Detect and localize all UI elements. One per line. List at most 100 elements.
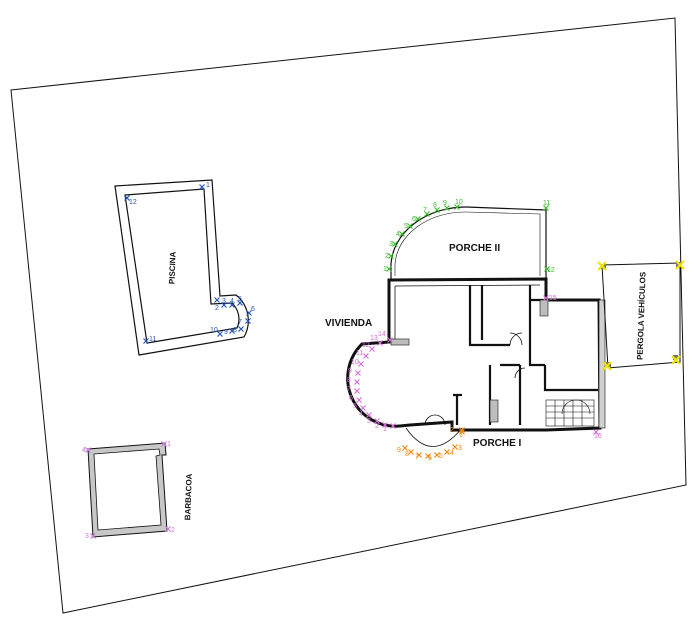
porche_i-point-marker [402, 445, 408, 451]
wall-fill-1 [390, 338, 410, 346]
barbacoa-inner [93, 448, 162, 531]
barbacoa-point-marker [90, 533, 96, 539]
piscina-point-label: 7 [238, 319, 242, 326]
barbacoa-point-label: 3 [85, 533, 89, 540]
vivienda-staircase [545, 399, 595, 427]
porche-ii-outline [390, 206, 547, 280]
piscina-point-label: 2 [215, 305, 219, 312]
piscina-point-marker [229, 302, 235, 308]
vivienda-point-marker [360, 405, 366, 411]
pergola-structure: PERGOLA VEHÍCULOS [601, 262, 681, 369]
vivienda-point-marker [374, 418, 380, 424]
vivienda-point-marker [377, 340, 383, 346]
vivienda-label: VIVIENDA [325, 318, 372, 329]
porche_ii-point-marker [407, 223, 413, 229]
piscina-point-marker [229, 328, 235, 334]
pergola-point-marker [597, 261, 607, 271]
porche-i-label: PORCHE I [473, 438, 522, 449]
piscina-point-label: 3 [222, 298, 226, 305]
wall-fill-4 [489, 399, 499, 423]
wall-fill-2 [539, 299, 549, 317]
plot-boundary [10, 17, 687, 614]
porche-i-arc [405, 427, 463, 447]
piscina-point-label: 8 [233, 327, 237, 334]
barbacoa-point-label: 2 [171, 527, 175, 534]
piscina-point-label: 11 [149, 336, 156, 343]
vivienda-point-marker [356, 397, 362, 403]
porche_i-point-label: 5 [439, 453, 443, 460]
vivienda-point-label: 10 [351, 359, 359, 366]
porche-ii-inner [394, 211, 541, 276]
vivienda-point-label: 13 [370, 335, 378, 342]
porche_i-point-marker [459, 429, 465, 435]
vivienda-point-marker [354, 379, 360, 385]
porche_ii-point-marker [434, 207, 440, 213]
vivienda-point-label: 5 [353, 403, 357, 410]
piscina-point-marker [124, 195, 130, 201]
porche_ii-point-label: 10 [455, 199, 463, 206]
porche_ii-point-marker [454, 204, 460, 210]
porche_i-point-label: 8 [405, 451, 409, 458]
barbacoa-point-marker [161, 441, 167, 447]
piscina-point-label: 6 [251, 306, 255, 313]
vivienda-point-label: 8 [347, 377, 351, 384]
porche_ii-point-label: 8 [433, 202, 437, 209]
porche_ii-point-label: 12 [547, 267, 555, 274]
porche_i-point-marker [434, 452, 440, 458]
porche_i-point-marker [452, 444, 458, 450]
porche_ii-point-marker [392, 241, 398, 247]
piscina-point-marker [199, 184, 205, 190]
porche_i-point-label: 4 [450, 450, 454, 457]
porche_i-point-label: 3 [458, 445, 462, 452]
porche_ii-point-marker [544, 266, 550, 272]
piscina-point-marker [221, 302, 227, 308]
porche_ii-point-marker [415, 216, 421, 222]
barbacoa-structure: BARBACOA [87, 442, 194, 538]
porche_ii-point-label: 6 [412, 216, 416, 223]
vivienda-point-marker [363, 353, 369, 359]
piscina-point-label: 1 [206, 182, 210, 189]
porche_ii-point-label: 1 [383, 266, 387, 273]
vivienda-point-label: 2 [375, 423, 379, 430]
vivienda-point-marker [390, 423, 396, 429]
vivienda-interior-line [394, 284, 605, 424]
porche_i-point-label: 9 [397, 447, 401, 454]
porche_i-point-label: 1 [459, 432, 463, 439]
porche_ii-point-label: 7 [423, 207, 427, 214]
porche_ii-point-marker [543, 205, 549, 211]
vivienda-point-marker [355, 370, 361, 376]
vivienda-point-marker [593, 429, 599, 435]
vivienda-point-marker [369, 346, 375, 352]
porche_ii-point-label: 9 [443, 200, 447, 207]
vivienda-interior-walls [453, 285, 599, 425]
vivienda-door-arcs [424, 332, 526, 426]
porche_ii-point-label: 3 [389, 241, 393, 248]
vivienda-point-label: 1 [383, 426, 387, 433]
porche_i-point-marker [425, 453, 431, 459]
piscina-point-marker [245, 318, 251, 324]
pergola-point-marker [671, 355, 681, 365]
piscina-point-marker [217, 331, 223, 337]
barbacoa-point-label: 1 [167, 441, 171, 448]
porche_i-point-marker [416, 452, 422, 458]
piscina-point-marker [246, 310, 252, 316]
vivienda-point-label: 7 [347, 386, 351, 393]
porche_ii-point-label: 2 [385, 253, 389, 260]
piscina-point-label: 9 [224, 329, 228, 336]
piscina-inner-outline [124, 188, 240, 344]
barbacoa-point-marker [165, 526, 171, 532]
vivienda-point-label: 15 [549, 295, 557, 302]
porche_ii-point-marker [388, 253, 394, 259]
porche_ii-point-label: 5 [404, 223, 408, 230]
piscina-point-label: 10 [210, 327, 218, 334]
vivienda-exterior-walls [346, 277, 602, 432]
vivienda-point-marker [354, 388, 360, 394]
vivienda-point-marker [358, 361, 364, 367]
piscina-point-marker [214, 297, 220, 303]
vivienda-point-label: 9 [348, 368, 352, 375]
piscina-point-label: 12 [129, 199, 137, 206]
porche_i-point-marker [408, 449, 414, 455]
